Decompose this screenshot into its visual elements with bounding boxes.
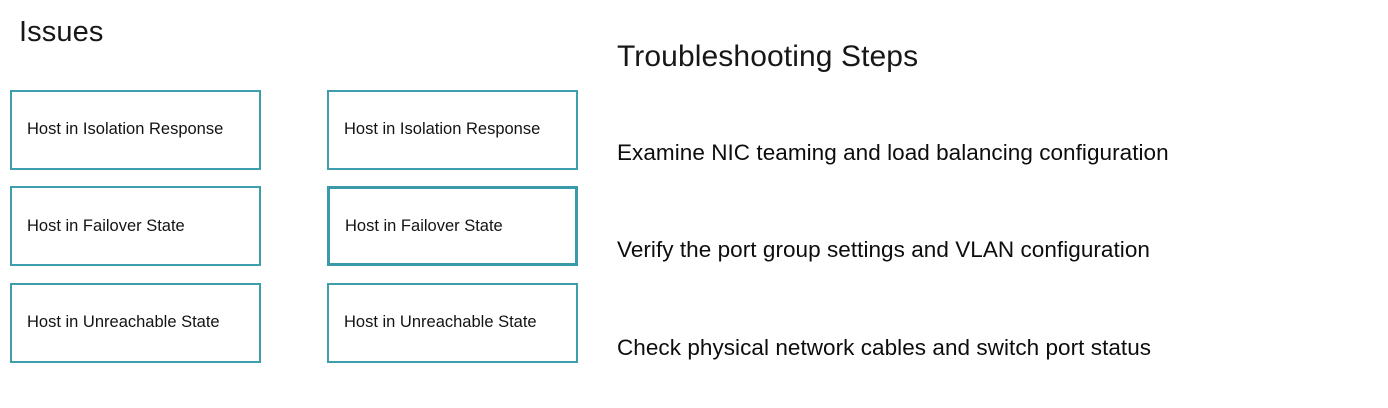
troubleshooting-step-2: Verify the port group settings and VLAN … — [617, 237, 1150, 262]
issue-box-col2-failover-state[interactable]: Host in Failover State — [327, 186, 578, 266]
issue-box-label: Host in Failover State — [27, 216, 185, 235]
issue-box-col2-unreachable-state[interactable]: Host in Unreachable State — [327, 283, 578, 363]
troubleshooting-step-1: Examine NIC teaming and load balancing c… — [617, 140, 1169, 165]
troubleshooting-step-3: Check physical network cables and switch… — [617, 335, 1152, 360]
issue-box-col1-failover-state[interactable]: Host in Failover State — [10, 186, 261, 266]
issue-box-label: Host in Isolation Response — [27, 119, 224, 138]
issues-section-title: Issues — [19, 16, 104, 48]
issue-box-label: Host in Isolation Response — [344, 119, 541, 138]
troubleshooting-section-title: Troubleshooting Steps — [617, 40, 919, 73]
issue-box-label: Host in Unreachable State — [27, 312, 220, 331]
issue-box-col2-isolation-response[interactable]: Host in Isolation Response — [327, 90, 578, 170]
issue-box-col1-isolation-response[interactable]: Host in Isolation Response — [10, 90, 261, 170]
issue-box-label: Host in Unreachable State — [344, 312, 537, 331]
issue-box-label: Host in Failover State — [345, 216, 503, 235]
issue-box-col1-unreachable-state[interactable]: Host in Unreachable State — [10, 283, 261, 363]
